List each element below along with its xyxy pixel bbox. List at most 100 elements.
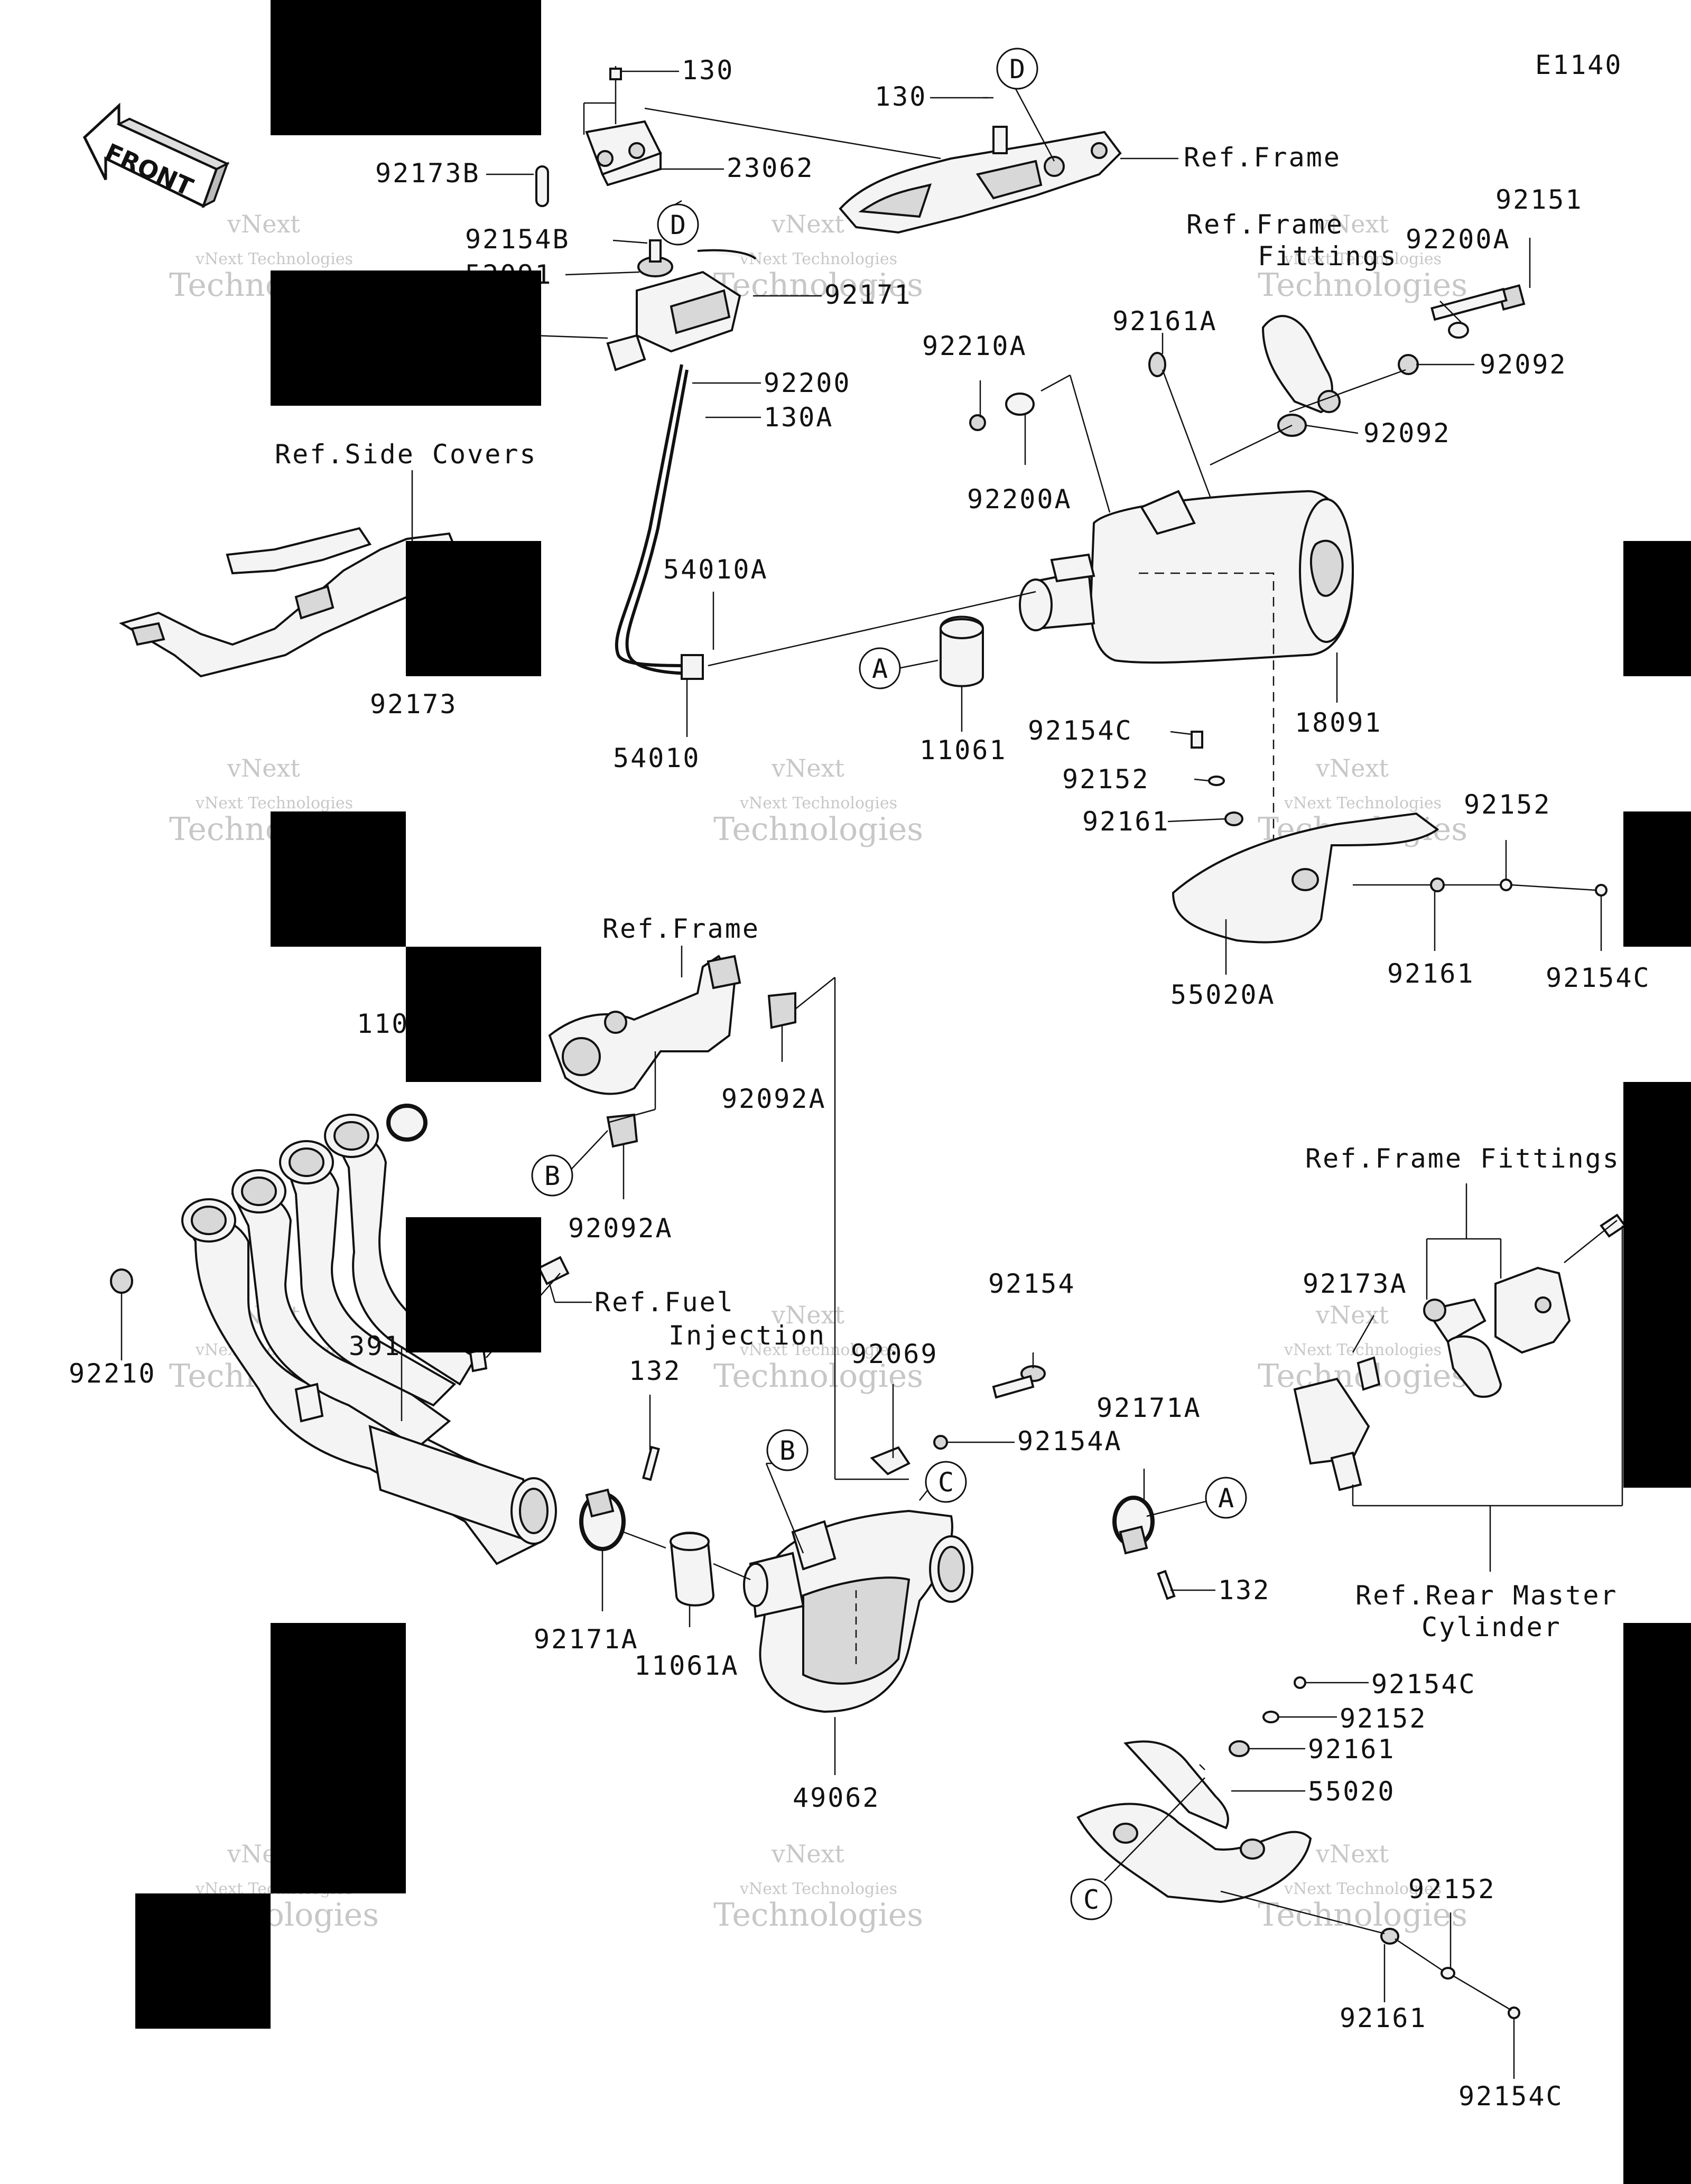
callout-54010a: 54010A [663, 554, 768, 585]
redaction-block [1623, 541, 1691, 676]
damper-92161-lower [1380, 1928, 1399, 1945]
ref-fuel-line1: Ref.Fuel [594, 1287, 735, 1318]
ref-fuel-line2: Injection [668, 1320, 826, 1351]
callout-92210: 92210 [69, 1358, 156, 1389]
callout-92152-lower: 92152 [1408, 1874, 1496, 1905]
callout-92154a: 92154A [1017, 1426, 1122, 1457]
watermark-vnext: vNext [1315, 210, 1389, 238]
callout-92154c-upper: 92154C [1028, 715, 1133, 746]
gasket-110 [386, 1104, 428, 1142]
front-arrow-icon: FRONT [82, 102, 230, 209]
watermark-vnext: vNext [771, 754, 844, 782]
bracket-23062 [585, 66, 662, 186]
collar-92092a-lower [606, 1113, 638, 1148]
reference-letter-tags: D D A B B C A C [531, 48, 1247, 1920]
damper-92161-side [1430, 878, 1445, 892]
watermark-line: vNext Technologies [1284, 1880, 1442, 1898]
callout-92154: 92154 [988, 1268, 1076, 1299]
exhaust-valve-actuator-174 [606, 239, 741, 371]
callout-92210a: 92210A [922, 331, 1027, 361]
side-cover-ref [119, 527, 461, 678]
part-callouts: 130 130 Ref.Frame 92173B 23062 92154B 52… [69, 55, 1651, 2112]
bolt-92154c-side [1595, 884, 1608, 897]
bolt-132-lower [1157, 1570, 1176, 1600]
watermark-vnext: vNext [771, 1301, 844, 1329]
redaction-blocks [135, 0, 1691, 2184]
redaction-block [271, 0, 541, 135]
callout-92154c-lower-upper: 92154C [1371, 1669, 1476, 1700]
callout-11061a: 11061A [634, 1650, 739, 1681]
watermark-line: vNext Technologies [1284, 794, 1442, 813]
clip-92173b [535, 165, 549, 207]
callout-92151: 92151 [1495, 184, 1583, 215]
ref-frame-top: Ref.Frame [1184, 142, 1341, 173]
callout-92161a: 92161A [1112, 306, 1218, 337]
redaction-block [406, 541, 541, 676]
callout-92171a-left: 92171A [534, 1624, 639, 1655]
redaction-block [1623, 1623, 1691, 2184]
gasket-11061a [670, 1532, 715, 1607]
washer-92154a [933, 1435, 948, 1450]
watermark-line: vNext Technologies [1284, 250, 1442, 268]
tag-a-upper: A [872, 654, 889, 684]
rear-master-cylinder [1293, 1356, 1381, 1491]
ref-frame-fittings-line2: Fittings [1258, 241, 1398, 272]
callout-92200a-right: 92200A [1406, 224, 1511, 255]
ref-frame-fittings-rear: Ref.Frame Fittings [1305, 1143, 1620, 1174]
exhaust-header-391 [181, 1114, 557, 1565]
callout-18091: 18091 [1295, 707, 1382, 738]
ref-rear-master-line2: Cylinder [1421, 1612, 1562, 1642]
muffler-18091 [1019, 490, 1354, 888]
bracket-92069 [870, 1446, 910, 1476]
callout-49062: 49062 [793, 1782, 880, 1813]
ref-frame-fittings-line1: Ref.Frame [1186, 209, 1344, 240]
cable-stub [697, 249, 757, 260]
ref-rear-master-line1: Ref.Rear Master [1355, 1580, 1618, 1611]
callout-92154c-lower: 92154C [1458, 2081, 1564, 2112]
callout-110: 110 [357, 1009, 409, 1039]
damper-92161a [1148, 352, 1166, 377]
tag-d-mid: D [670, 210, 687, 240]
pre-chamber-49062 [743, 1509, 973, 1713]
callout-92171a-right: 92171A [1097, 1393, 1202, 1423]
nut-92210a [969, 414, 986, 431]
clamp-92171a-left [579, 1488, 626, 1551]
tag-b-frame: B [544, 1161, 562, 1191]
callout-92161-side: 92161 [1387, 958, 1475, 989]
callout-92200: 92200 [764, 368, 851, 398]
valve-cable-54010 [615, 364, 704, 680]
callout-391: 391 [349, 1331, 401, 1361]
watermark-line: vNext Technologies [739, 250, 897, 268]
redaction-block [406, 1217, 541, 1352]
watermark-technologies: Technologies [713, 1897, 923, 1934]
callout-92154c-side: 92154C [1546, 963, 1651, 993]
watermark-vnext: vNext [771, 1840, 844, 1868]
heat-cover-55020 [1076, 1740, 1312, 1903]
watermark-technologies: Technologies [1258, 267, 1467, 304]
frame-fittings-rear [1423, 1214, 1627, 1398]
bolt-92154c-upper [1191, 731, 1203, 749]
collar-92092a-upper [767, 992, 796, 1029]
watermark-technologies: Technologies [713, 267, 923, 304]
callout-54010: 54010 [613, 743, 701, 773]
callout-92171: 92171 [824, 279, 912, 310]
redaction-block [271, 811, 406, 947]
callout-92161-upper: 92161 [1082, 806, 1170, 837]
redaction-block [1623, 811, 1691, 947]
bolt-92154c-lower-upper [1294, 1676, 1306, 1689]
callout-92092a-lower: 92092A [568, 1213, 673, 1244]
diagram-code: E1140 [1535, 50, 1623, 80]
watermark-line: vNext Technologies [195, 250, 353, 268]
callout-55020a: 55020A [1170, 979, 1276, 1010]
watermark-vnext: vNext [227, 754, 300, 782]
watermark-technologies: Technologies [713, 811, 923, 848]
callout-130a: 130A [764, 402, 833, 433]
callout-92161-lower: 92161 [1340, 2003, 1427, 2033]
watermark-line: vNext Technologies [1284, 1341, 1442, 1359]
callout-130-top: 130 [682, 55, 734, 86]
callout-92154b: 92154B [465, 224, 570, 255]
callout-92173a: 92173A [1303, 1268, 1408, 1299]
washer-92200a-left [1005, 393, 1035, 416]
